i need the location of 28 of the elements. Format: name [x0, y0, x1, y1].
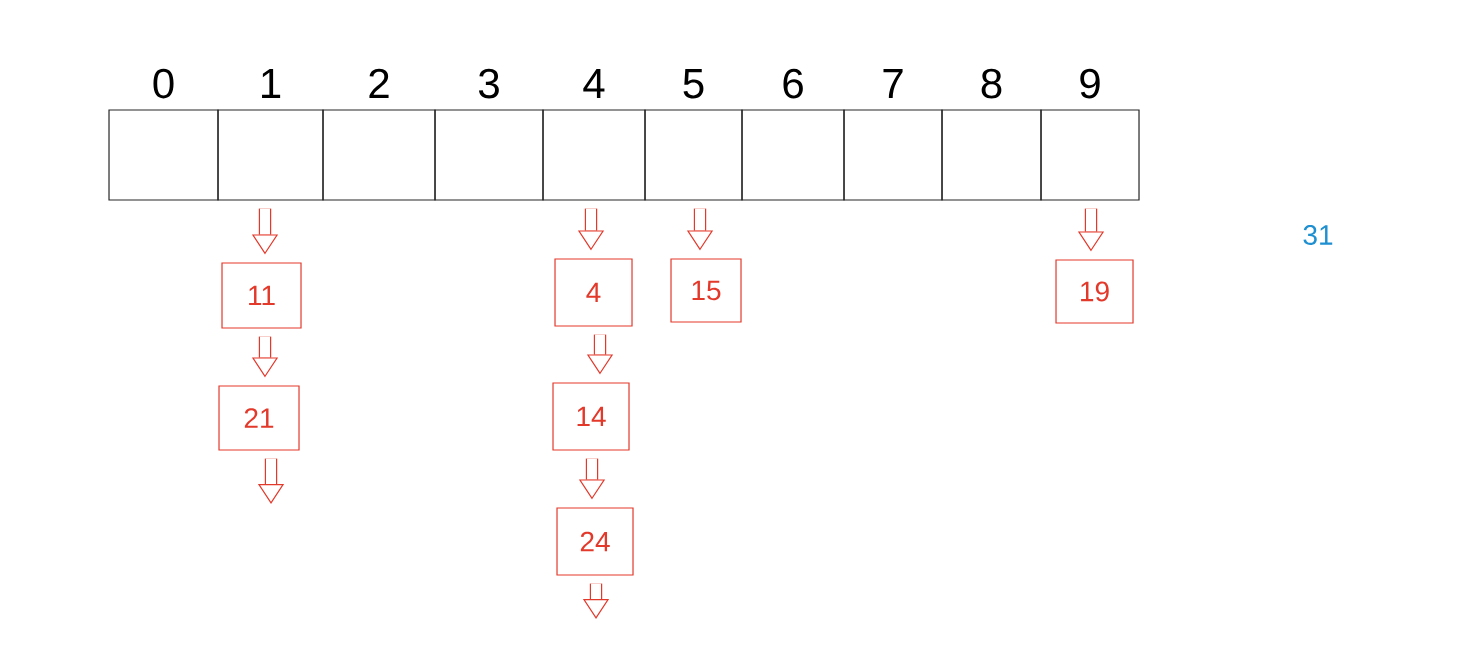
list-node-box: 24 — [556, 507, 634, 576]
array-cell: 6 — [741, 68, 845, 201]
array-cell: 5 — [644, 69, 743, 201]
node-label: 4 — [583, 69, 605, 98]
array-cell: 8 — [941, 68, 1042, 201]
node-label: 6 — [783, 68, 803, 99]
node-label: 7 — [883, 69, 903, 98]
array-cell: 0 — [108, 68, 219, 201]
node-label: 0 — [153, 68, 174, 99]
list-node-box: 19 — [1055, 259, 1134, 324]
node-label: 8 — [981, 68, 1002, 99]
node-label: 2 — [369, 68, 389, 98]
node-label: 1 — [262, 69, 281, 98]
array-cell: 7 — [843, 69, 943, 201]
list-node-box: 15 — [670, 258, 742, 323]
list-node-box: 14 — [552, 382, 630, 451]
list-node-box: 11 — [221, 262, 302, 329]
array-cell: 3 — [434, 68, 544, 201]
array-cell: 9 — [1040, 68, 1140, 201]
number-label: 31 — [1303, 225, 1333, 245]
list-node-box: 21 — [218, 385, 300, 451]
list-node-box: 4 — [554, 258, 633, 327]
node-label: 5 — [683, 69, 704, 99]
array-cell: 4 — [542, 69, 646, 201]
node-label: 3 — [478, 68, 499, 99]
node-label: 9 — [1080, 68, 1100, 99]
array-cell: 2 — [322, 68, 436, 201]
array-cell: 1 — [217, 69, 324, 201]
